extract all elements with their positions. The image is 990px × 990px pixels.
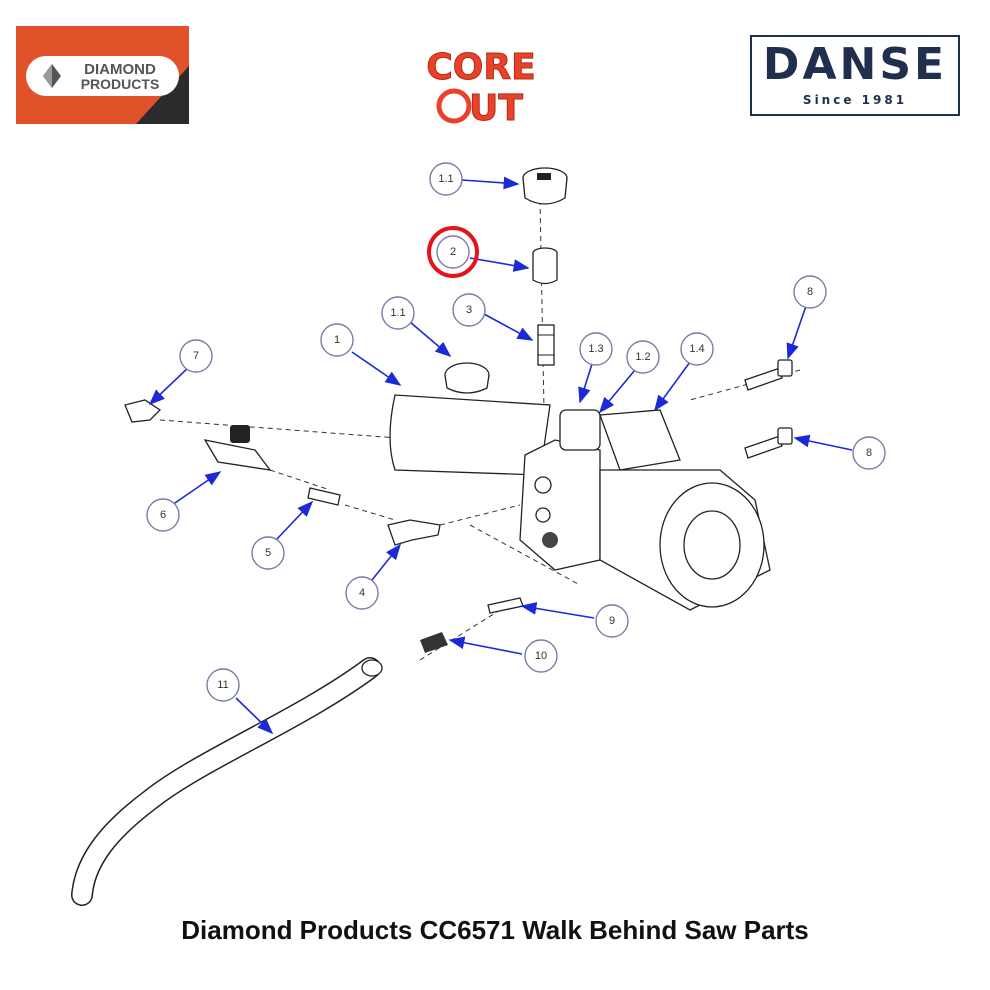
callout-1.3: 1.3 — [579, 332, 613, 366]
danse-name: DANSE — [762, 39, 948, 90]
svg-text:8: 8 — [866, 447, 872, 459]
callout-10: 10 — [524, 639, 558, 673]
callout-1.4: 1.4 — [680, 332, 714, 366]
parts-diagram: 1.1 2 1.1 3 1 1.3 1.2 1.4 8 8 7 6 5 4 9 … — [71, 162, 886, 906]
part-nipple-5 — [307, 487, 341, 506]
callout-8-top: 8 — [793, 275, 827, 309]
svg-text:1.4: 1.4 — [689, 343, 704, 355]
part-tee-6 — [203, 425, 272, 471]
diamond-products-logo: DIAMOND PRODUCTS — [16, 26, 189, 124]
svg-text:1.3: 1.3 — [588, 343, 603, 355]
callout-3: 3 — [452, 293, 486, 327]
callout-6: 6 — [146, 498, 180, 532]
part-bushing — [532, 247, 558, 285]
callout-7: 7 — [179, 339, 213, 373]
part-fitting-10 — [420, 632, 448, 653]
svg-text:9: 9 — [609, 615, 615, 627]
svg-text:3: 3 — [466, 304, 472, 316]
callout-5: 5 — [251, 536, 285, 570]
callout-1.2: 1.2 — [626, 340, 660, 374]
svg-text:1.1: 1.1 — [438, 173, 453, 185]
callout-1.1-top: 1.1 — [429, 162, 463, 196]
svg-text:CORE: CORE — [426, 47, 535, 88]
svg-text:2: 2 — [450, 246, 456, 258]
callout-2: 2 — [436, 235, 470, 269]
svg-text:1: 1 — [334, 334, 340, 346]
part-elbow-7 — [124, 399, 162, 423]
part-fitting-9 — [487, 597, 524, 614]
svg-text:DIAMOND: DIAMOND — [84, 61, 156, 78]
callout-1.1: 1.1 — [381, 296, 415, 330]
svg-text:UT: UT — [469, 88, 523, 126]
part-pump-motor — [519, 409, 771, 611]
part-cap-top — [522, 167, 568, 205]
danse-since: Since 1981 — [802, 93, 908, 107]
part-nipple — [537, 324, 555, 366]
part-elbow-4 — [387, 519, 441, 546]
callout-4: 4 — [345, 576, 379, 610]
svg-text:11: 11 — [217, 679, 228, 691]
callout-9: 9 — [595, 604, 629, 638]
danse-logo: DANSE Since 1981 — [750, 35, 960, 116]
svg-text:1.1: 1.1 — [390, 307, 405, 319]
callout-8: 8 — [852, 436, 886, 470]
svg-text:8: 8 — [807, 286, 813, 298]
part-reservoir — [389, 362, 551, 476]
callout-11: 11 — [206, 668, 240, 702]
highlight-ring — [427, 226, 479, 278]
svg-text:6: 6 — [160, 509, 166, 521]
product-caption: Diamond Products CC6571 Walk Behind Saw … — [181, 915, 809, 945]
svg-text:PRODUCTS: PRODUCTS — [81, 76, 160, 92]
svg-text:10: 10 — [535, 650, 547, 662]
svg-text:1.2: 1.2 — [635, 351, 650, 363]
part-bolts — [744, 359, 793, 459]
part-hose-11 — [71, 657, 383, 906]
callout-1: 1 — [320, 323, 354, 357]
svg-text:5: 5 — [265, 547, 271, 559]
svg-text:4: 4 — [359, 587, 365, 599]
svg-text:7: 7 — [193, 350, 199, 362]
core-cut-logo: CORE UT — [418, 44, 548, 130]
